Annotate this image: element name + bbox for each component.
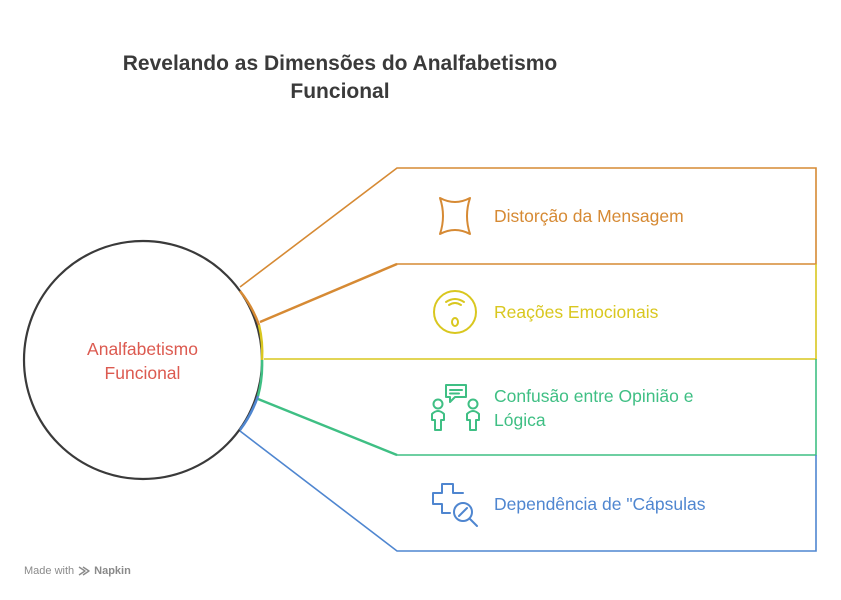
title-line-2: Funcional (290, 80, 390, 103)
segment-1 (239, 167, 817, 323)
arc-3 (256, 359, 264, 397)
item-label-confusao-line-2: Lógica (494, 410, 546, 430)
item-label-distorcao: Distorção da Mensagem (494, 204, 684, 228)
footer-brand: Napkin (94, 565, 131, 577)
napkin-logo-icon (78, 566, 90, 576)
page-title: Revelando as Dimensões do Analfabetismo … (120, 50, 560, 106)
item-label-reacoes: Reações Emocionais (494, 300, 658, 324)
emotional-face-icon (433, 290, 477, 334)
connector-1 (259, 262, 398, 324)
footer-made-with: Made with (24, 565, 75, 577)
item-label-dependencia: Dependência de "Cápsulas (494, 492, 706, 516)
conversation-icon (431, 384, 480, 431)
arc-1 (239, 290, 261, 326)
segment-4 (239, 430, 817, 552)
item-label-confusao-line-1: Confusão entre Opinião e (494, 386, 694, 406)
item-label-distorcao-line-1: Distorção da Mensagem (494, 206, 684, 226)
item-label-reacoes-line-1: Reações Emocionais (494, 302, 659, 322)
item-label-dependencia-line-1: Dependência de "Cápsulas (494, 494, 706, 514)
arc-2 (257, 324, 264, 361)
medical-search-icon (432, 483, 478, 527)
footer-watermark: Made with Napkin (24, 565, 131, 577)
center-label: Analfabetismo Funcional (40, 337, 245, 385)
center-label-line-1: Analfabetismo (87, 339, 198, 359)
arc-4 (239, 395, 260, 431)
item-label-confusao: Confusão entre Opinião e Lógica (494, 384, 693, 432)
mask-icon (439, 197, 471, 235)
title-line-1: Revelando as Dimensões do Analfabetismo (122, 52, 558, 75)
center-label-line-2: Funcional (104, 363, 181, 383)
connector-3 (257, 397, 398, 457)
